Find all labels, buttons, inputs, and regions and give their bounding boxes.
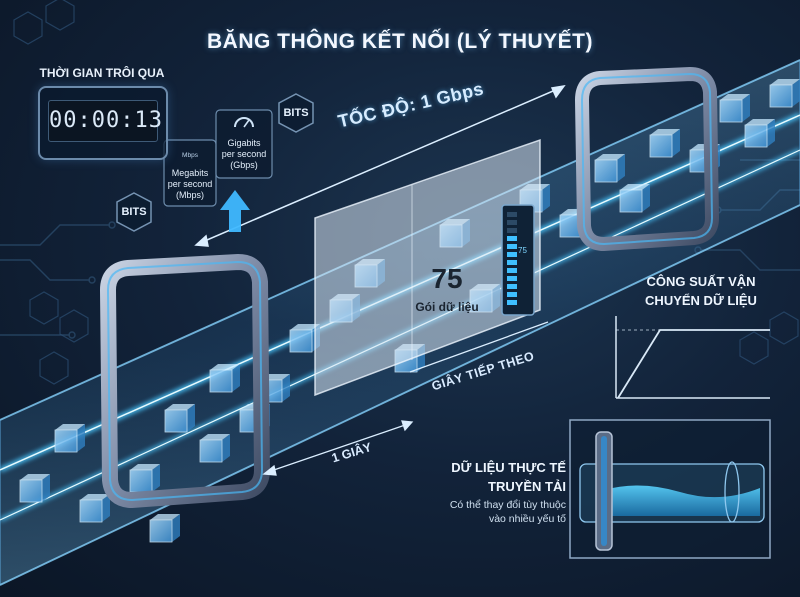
gauge-bar <box>507 252 517 257</box>
real-data-title: DỮ LIỆU THỰC TẾ TRUYỀN TẢI <box>444 458 566 496</box>
gauge-bar <box>507 236 517 241</box>
data-cube <box>209 364 240 393</box>
real-data-title-line1: DỮ LIỆU THỰC TẾ <box>451 460 566 475</box>
data-cube <box>769 79 800 108</box>
right-connector-ring <box>574 66 720 252</box>
capacity-title-line1: CÔNG SUẤT VẬN <box>646 274 756 289</box>
mbps-line2: per second <box>167 179 213 189</box>
real-data-title-line2: TRUYỀN TẢI <box>488 479 566 494</box>
packet-gauge <box>501 204 535 316</box>
gauge-icon <box>234 117 254 128</box>
bits-badge-left-label: BITS <box>121 206 147 218</box>
capacity-title-line2: CHUYỂN DỮ LIỆU <box>645 293 757 308</box>
timer-display: 00:00:13 <box>48 100 162 142</box>
gbps-line2: per second <box>221 149 267 159</box>
data-cube <box>594 154 625 183</box>
gbps-line1: Gigabits <box>227 138 261 148</box>
timer-label: THỜI GIAN TRÔI QUA <box>39 66 165 80</box>
gauge-bar <box>507 244 517 249</box>
left-connector-ring <box>99 253 271 509</box>
real-data-sub2: vào nhiều yếu tố <box>488 513 566 525</box>
data-cube <box>129 464 160 493</box>
data-cube <box>199 434 230 463</box>
capacity-chart <box>615 316 770 399</box>
real-data-sub1: Có thể thay đổi tùy thuộc <box>449 499 566 511</box>
hexagon-decor <box>13 0 799 385</box>
gauge-bar <box>507 260 517 265</box>
gauge-bar <box>507 276 517 281</box>
gauge-bar <box>507 292 517 297</box>
data-cube <box>649 129 680 158</box>
up-arrow-icon <box>220 190 250 232</box>
gauge-value: 75 <box>518 246 527 255</box>
mbps-line1: Megabits <box>171 168 209 178</box>
packet-label: Gói dữ liệu <box>415 300 479 314</box>
data-cube <box>79 494 110 523</box>
next-second-dimension-line <box>409 321 549 373</box>
data-cube <box>619 184 650 213</box>
one-second-dimension-line <box>262 420 414 476</box>
real-data-subtitle: Có thể thay đổi tùy thuộc vào nhiều yếu … <box>414 498 566 526</box>
gbps-box <box>215 109 273 179</box>
data-cube <box>744 119 775 148</box>
data-cube <box>719 94 750 123</box>
bits-badge-right-label: BITS <box>283 107 309 119</box>
gauge-bar <box>507 212 517 217</box>
gauge-bar <box>507 220 517 225</box>
packet-count: 75 <box>431 263 463 294</box>
packet-gauge-bars <box>507 212 517 305</box>
page-title: BĂNG THÔNG KẾT NỐI (LÝ THUYẾT) <box>207 30 593 53</box>
mini-pipe <box>579 431 765 551</box>
data-cube <box>19 474 50 503</box>
gauge-bar <box>507 268 517 273</box>
gauge-bar <box>507 228 517 233</box>
speed-dimension-line <box>194 84 566 247</box>
highlight-segment <box>314 138 541 397</box>
bits-badge-left: BITS <box>113 191 155 233</box>
gbps-line3: (Gbps) <box>230 160 258 170</box>
mbps-icon-label: Mbps <box>182 152 198 159</box>
data-cube <box>54 424 85 453</box>
data-cube <box>164 404 195 433</box>
capacity-title: CÔNG SUẤT VẬN CHUYỂN DỮ LIỆU <box>626 272 776 310</box>
bits-badge-right: BITS <box>275 92 317 134</box>
mbps-line3: (Mbps) <box>175 190 204 200</box>
data-cube <box>149 514 180 543</box>
gauge-bar <box>507 300 517 305</box>
gauge-bar <box>507 284 517 289</box>
